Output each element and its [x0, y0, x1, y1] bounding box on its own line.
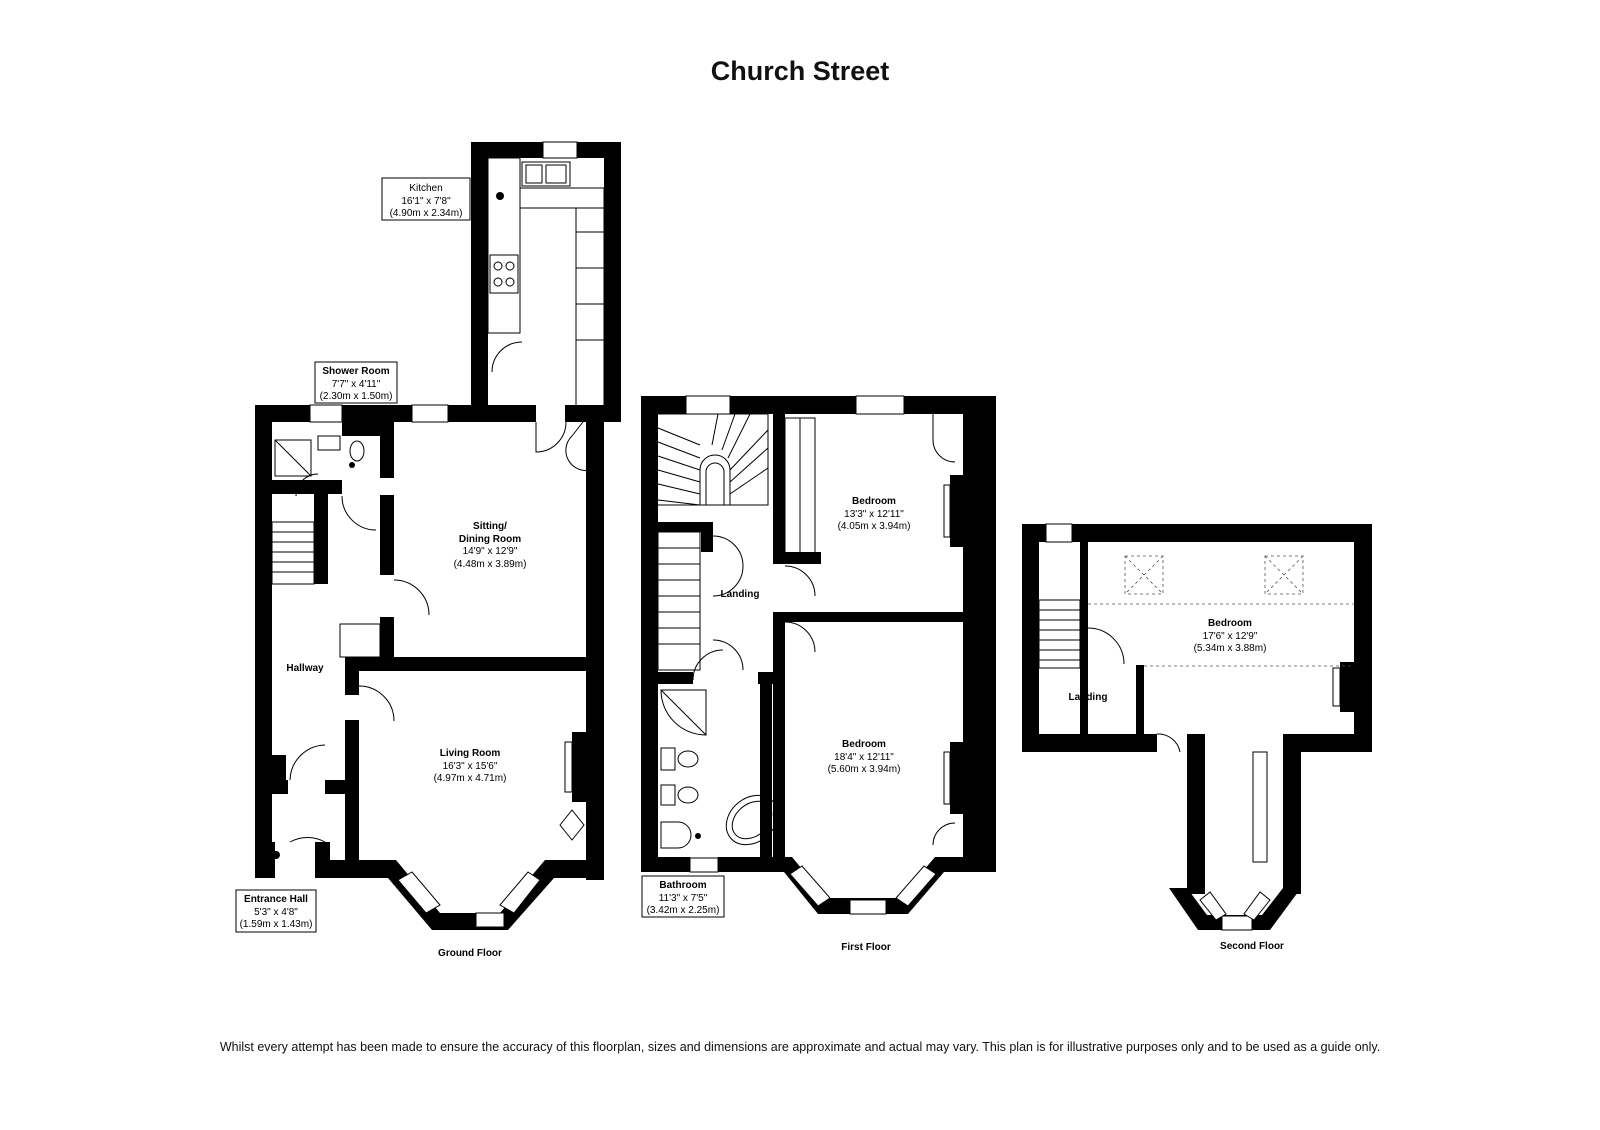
- entrance-label-box: [235, 889, 317, 933]
- kitchen-name: Kitchen: [409, 183, 442, 194]
- shower-imperial: 7'7" x 4'11": [332, 379, 381, 390]
- living-imperial: 16'3" x 15'6": [443, 761, 498, 772]
- bathroom-label-box: [641, 875, 725, 918]
- living-metric: (4.97m x 4.71m): [434, 773, 507, 784]
- plan-title: Church Street: [710, 56, 890, 86]
- bed1-name: Bedroom: [852, 496, 896, 507]
- kitchen-imperial: 16'1" x 7'8": [401, 196, 451, 207]
- bed1-metric: (4.05m x 3.94m): [838, 521, 911, 532]
- bed2-imperial: 18'4" x 12'11": [834, 752, 894, 763]
- kitchen-label-box: [381, 177, 471, 221]
- bed1-imperial: 13'3" x 12'11": [844, 509, 904, 520]
- landing1-name: Landing: [721, 589, 760, 600]
- shower-name: Shower Room: [322, 366, 389, 377]
- entrance-name: Entrance Hall: [244, 894, 308, 905]
- bed3-metric: (5.34m x 3.88m): [1194, 643, 1267, 654]
- shower-metric: (2.30m x 1.50m): [320, 391, 393, 402]
- sitting-name-2: Dining Room: [459, 534, 521, 545]
- sitting-metric: (4.48m x 3.89m): [454, 559, 527, 570]
- hallway-name: Hallway: [286, 663, 324, 674]
- disclaimer-text: Whilst every attempt has been made to en…: [219, 1040, 1381, 1054]
- bed3-imperial: 17'6" x 12'9": [1203, 631, 1258, 642]
- bed2-name: Bedroom: [842, 739, 886, 750]
- bathroom-name: Bathroom: [659, 880, 706, 891]
- kitchen-metric: (4.90m x 2.34m): [390, 208, 463, 219]
- shower-label-box: [314, 361, 398, 404]
- bathroom-imperial: 11'3" x 7'5": [659, 893, 708, 904]
- second-floor-plan: [1022, 523, 1372, 931]
- bed3-name: Bedroom: [1208, 618, 1252, 629]
- sitting-imperial: 14'9" x 12'9": [463, 546, 518, 557]
- entrance-metric: (1.59m x 1.43m): [240, 919, 313, 930]
- first-floor-plan: [641, 395, 996, 915]
- bathroom-metric: (3.42m x 2.25m): [647, 905, 720, 916]
- ground-floor-plan: [255, 141, 621, 930]
- landing2-name: Landing: [1069, 692, 1108, 703]
- sitting-name-1: Sitting/: [473, 521, 507, 532]
- living-name: Living Room: [440, 748, 501, 759]
- ground-floor-label: Ground Floor: [438, 948, 502, 959]
- bed2-metric: (5.60m x 3.94m): [828, 764, 901, 775]
- entrance-imperial: 5'3" x 4'8": [254, 907, 298, 918]
- first-floor-label: First Floor: [841, 942, 891, 953]
- second-floor-label: Second Floor: [1220, 941, 1284, 952]
